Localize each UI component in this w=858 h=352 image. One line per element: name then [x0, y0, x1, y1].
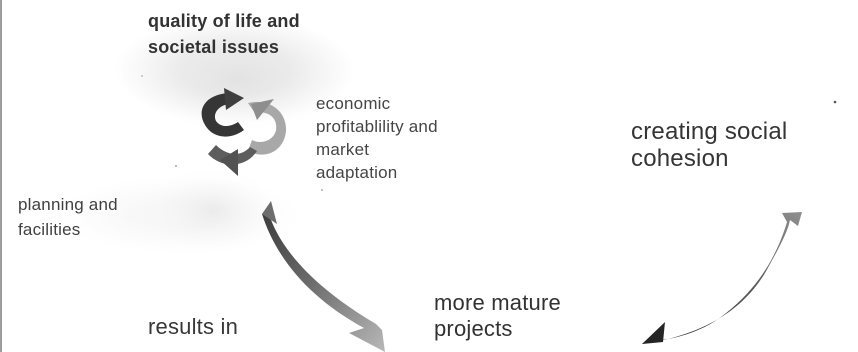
- background-cloud: [118, 16, 358, 258]
- creating-social-cohesion-label: creating social cohesion: [631, 118, 788, 172]
- more-mature-projects-label: more mature projects: [434, 290, 561, 341]
- result-arrow-icon: [262, 201, 385, 352]
- cohesion-arrow-icon: [642, 212, 802, 344]
- planning-facilities-label: planning and facilities: [18, 195, 118, 239]
- quality-of-life-label: quality of life and societal issues: [148, 11, 300, 57]
- left-border-line: [0, 0, 2, 352]
- cycle-arrows-icon: [201, 88, 287, 176]
- economic-profitability-label: economic profitablility and market adapt…: [316, 94, 438, 182]
- results-in-label: results in: [148, 314, 239, 339]
- dust-speck-marks: [141, 75, 837, 191]
